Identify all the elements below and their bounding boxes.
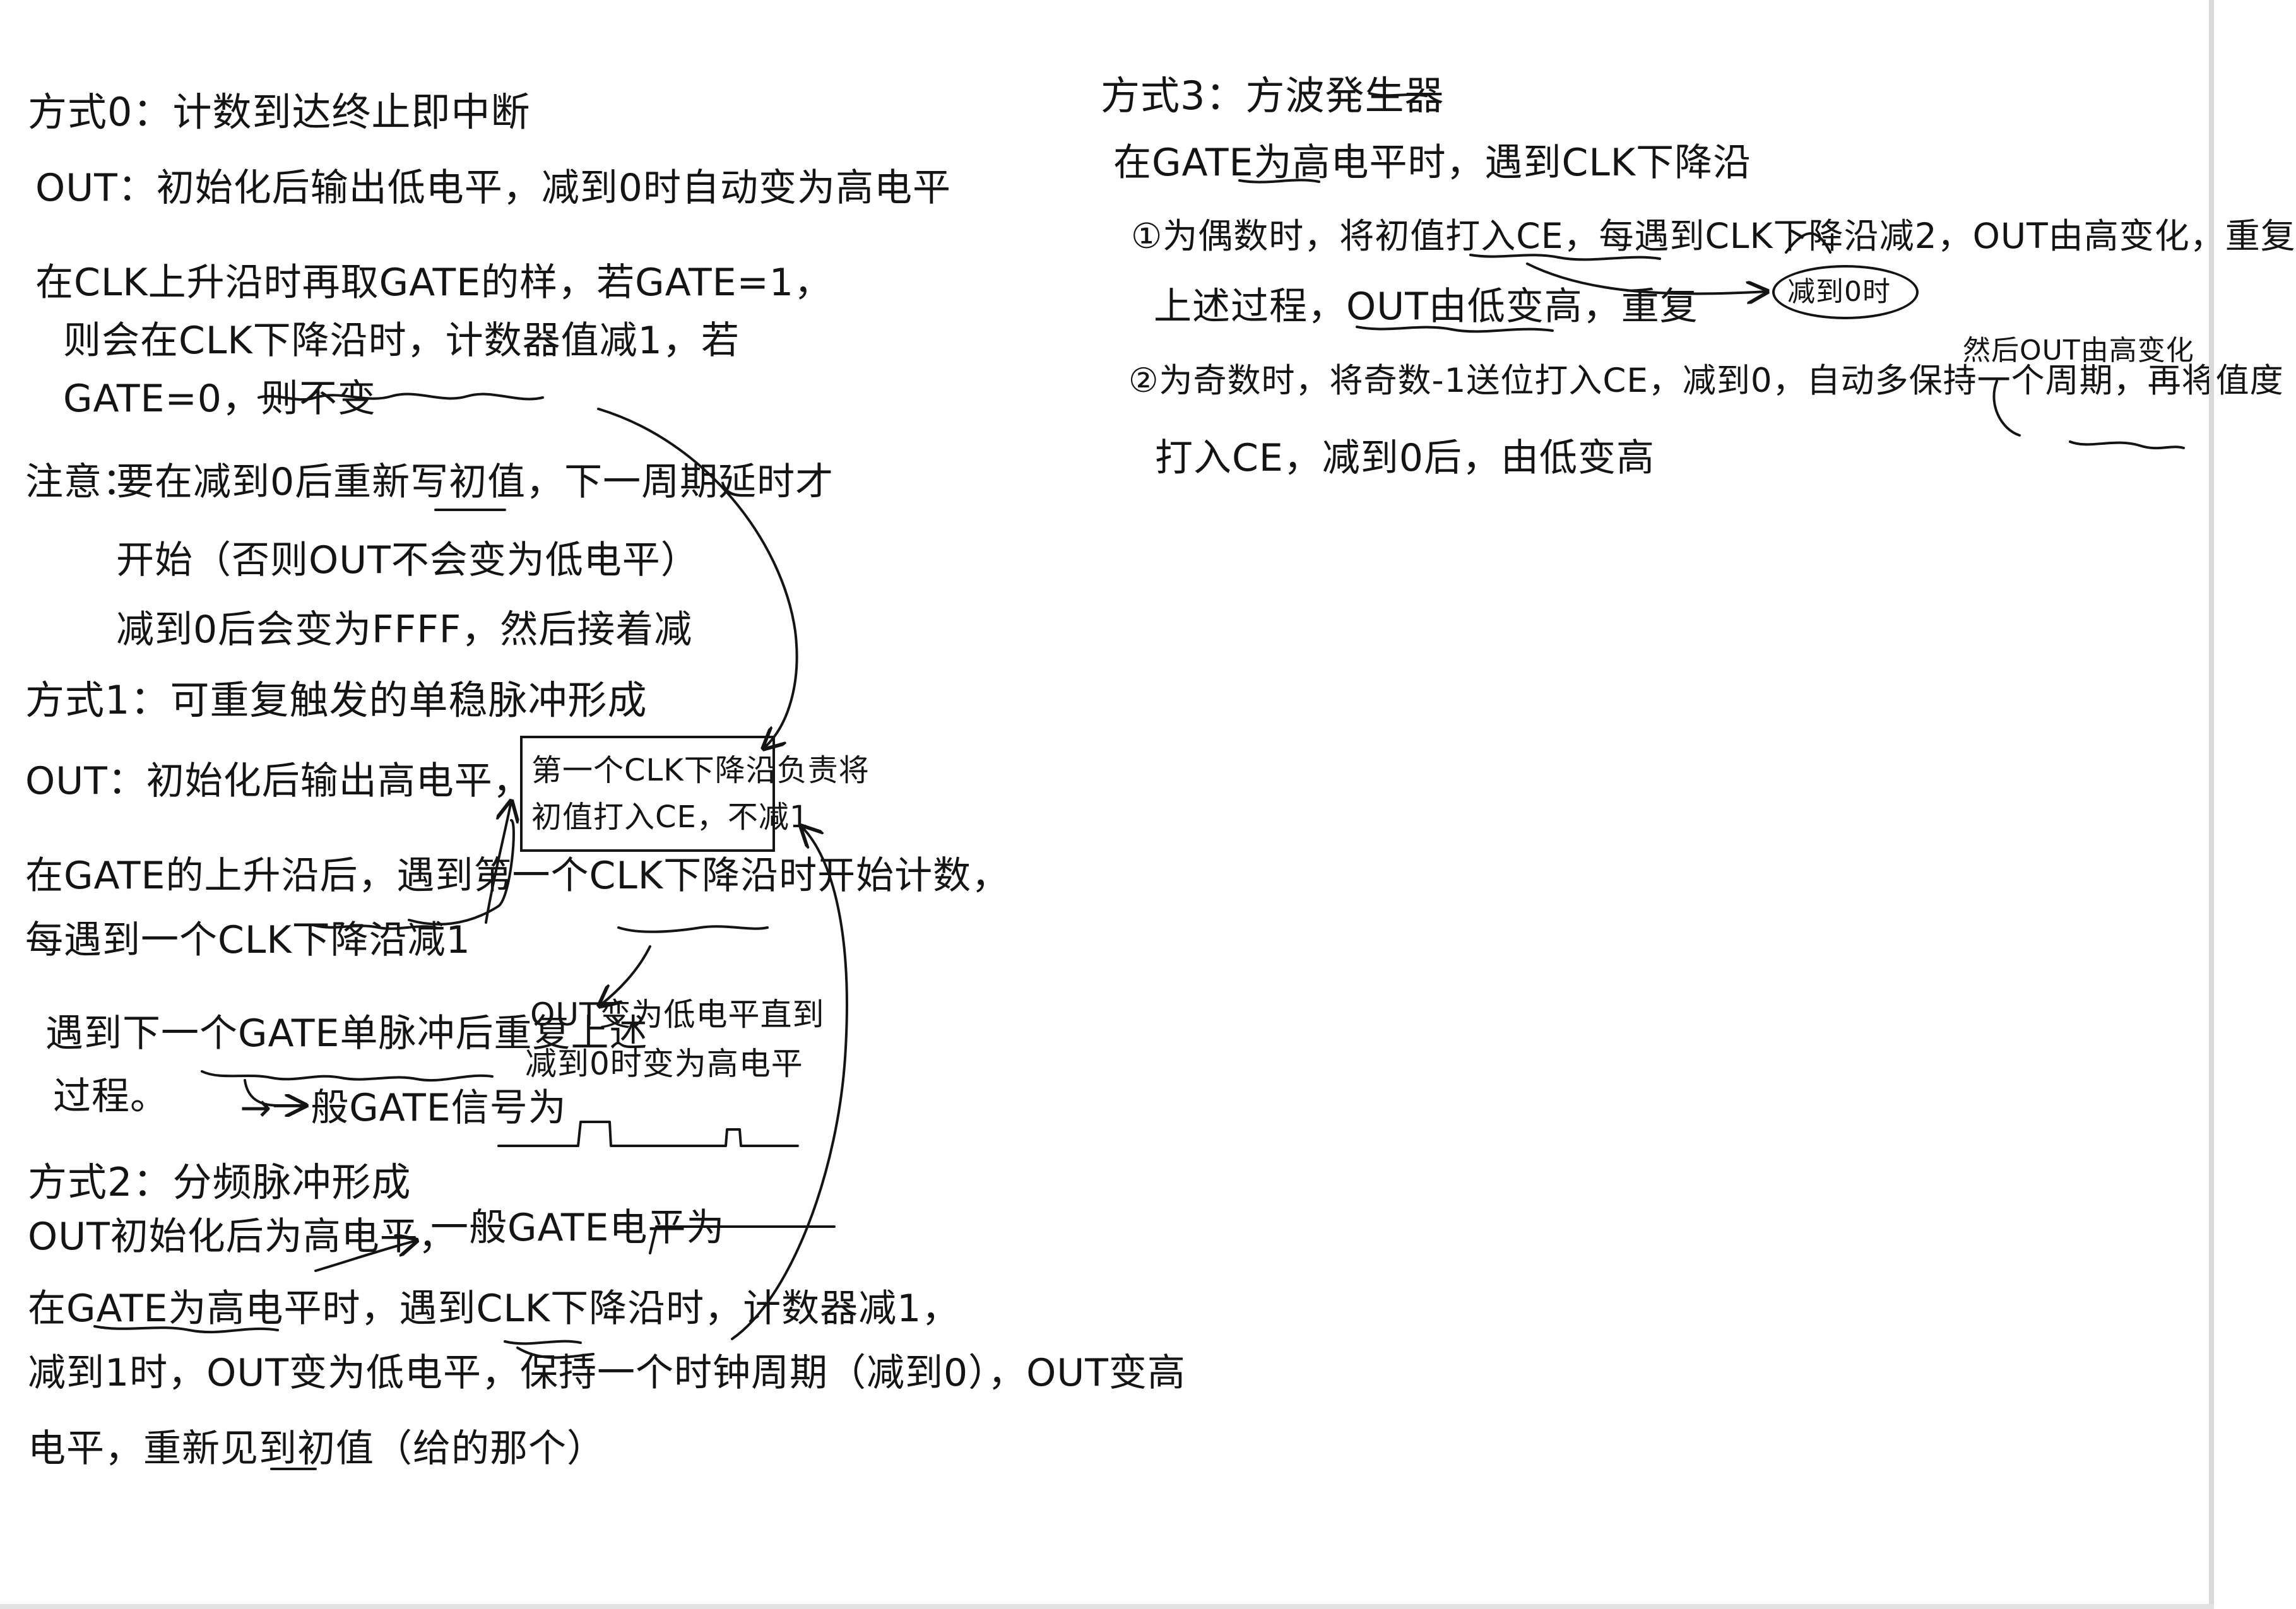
underline-first-clk (408, 819, 515, 926)
mode1-out-change-line-1: OUT变为低电平直到 (530, 996, 825, 1033)
mode3-even-line-1: ①为偶数时，将初值打入CE，每遇到CLK下降沿减2，OUT由高变化，重复 (1131, 216, 2296, 256)
mode1-title: 方式1：可重复触发的单稳脉冲形成 (25, 677, 648, 723)
mode0-note-line-3: 减到0后会变为FFFF，然后接着减 (116, 608, 693, 652)
underline-wavy-odd-value (2069, 440, 2185, 450)
mode0-note-label: 注意： (25, 460, 141, 504)
mode2-body-line-2: 减到1时，OUT变为低电平，保持一个时钟周期（减到0），OUT变高 (28, 1351, 1186, 1395)
mode0-note-line-1: 要在减到0后重新写初值，下一周期延时才 (116, 460, 834, 504)
underline-start-count (617, 925, 769, 933)
arrow-to-out-change (600, 945, 651, 1006)
mode0-note-line-2: 开始（否则OUT不会变为低电平） (116, 538, 699, 582)
mode2-out-line: OUT初始化后为高电平， (28, 1215, 457, 1259)
mode1-repeat-line-2: 过程。 (53, 1075, 169, 1119)
mode1-box-line-2: 初值打入CE，不减1 (531, 799, 810, 835)
mode3-odd-note: 然后OUT由高变化 (1963, 334, 2194, 367)
waveform-gate-high (649, 1225, 836, 1254)
mode2-body-line-3: 电平，重新见到初值（给的那个） (28, 1427, 605, 1471)
mode0-clk-line-1: 在CLK上升沿时再取GATE的样，若GATE=1， (35, 261, 832, 305)
mode0-clk-line-3: GATE=0，则不变 (63, 377, 376, 421)
arrow-to-box (485, 801, 511, 924)
mode3-circled-note: 减到0时 (1772, 265, 1919, 319)
arrow-to-boxed-note (597, 408, 798, 748)
mode2-title: 方式2：分频脉冲形成 (28, 1159, 411, 1205)
underline-counter-decrement (516, 1347, 595, 1359)
mode3-odd-line-2: 打入CE，减到0后，由低变高 (1155, 436, 1655, 480)
mode3-even-line-2: 上述过程，OUT由低变高，重复 (1154, 285, 1698, 329)
stroke-caret-top (1785, 232, 1831, 254)
underline-wavy-counter-decrement (257, 392, 544, 401)
arrow-gate-note (244, 1079, 305, 1105)
mode0-clk-line-2: 则会在CLK下降沿时，计数器值减1，若 (63, 319, 740, 363)
mode1-body-line-2: 每遇到一个CLK下降沿减1 (25, 918, 471, 962)
underline-square-wave (1368, 92, 1428, 97)
mode1-repeat-line-1: 遇到下一个GATE单脉冲后重复上述 (45, 1011, 648, 1056)
underline-wavy-gate-pulse (201, 1070, 494, 1082)
mode3-odd-line-1: ②为奇数时，将奇数-1送位打入CE，减到0，自动多保持一个周期，再将值度 (1128, 362, 2284, 400)
underline-high-level (1238, 179, 1320, 184)
mode1-boxed-note: 第一个CLK下降沿负责将 初值打入CE，不减1 (520, 736, 869, 852)
arrow-mode2-to-box (731, 827, 848, 1340)
scan-edge-bottom (0, 1604, 2214, 1609)
mode0-title: 方式0：计数到达终止即中断 (28, 89, 531, 135)
arrow-to-gate-level (314, 1241, 417, 1272)
ink-strokes (93, 92, 2185, 1470)
mode1-body-line-1: 在GATE的上升沿后，遇到第一个CLK下降沿时开始计数， (25, 854, 1010, 898)
underline-wavy-first-edge (312, 924, 437, 930)
scan-edge-right (2209, 0, 2214, 1609)
underline-wavy-gate-high (93, 1325, 279, 1334)
mode3-intro-line: 在GATE为高电平时，遇到CLK下降沿 (1113, 141, 1752, 185)
mode1-out-line: OUT：初始化后输出高电平， (25, 759, 531, 803)
underline-wavy-low-high (1356, 326, 1554, 333)
underline-clk-edge (504, 1340, 582, 1345)
mode1-box-line-1: 第一个CLK下降沿负责将 (531, 753, 870, 788)
stroke-odd-note-connector (1992, 380, 2021, 437)
mode1-out-change-line-2: 减到0时变为高电平 (525, 1046, 803, 1082)
arrow-to-circled-note (1526, 262, 1767, 294)
waveform-gate-pulses (497, 1121, 799, 1147)
mode2-body-line-1: 在GATE为高电平时，遇到CLK下降沿时，计数器减1， (28, 1287, 961, 1331)
mode3-circled-note-text: 减到0时 (1787, 276, 1891, 308)
mode0-out-line: OUT：初始化后输出低电平，减到0时自动变为高电平 (35, 166, 951, 210)
underline-wavy-even-decrement (1469, 254, 1661, 261)
